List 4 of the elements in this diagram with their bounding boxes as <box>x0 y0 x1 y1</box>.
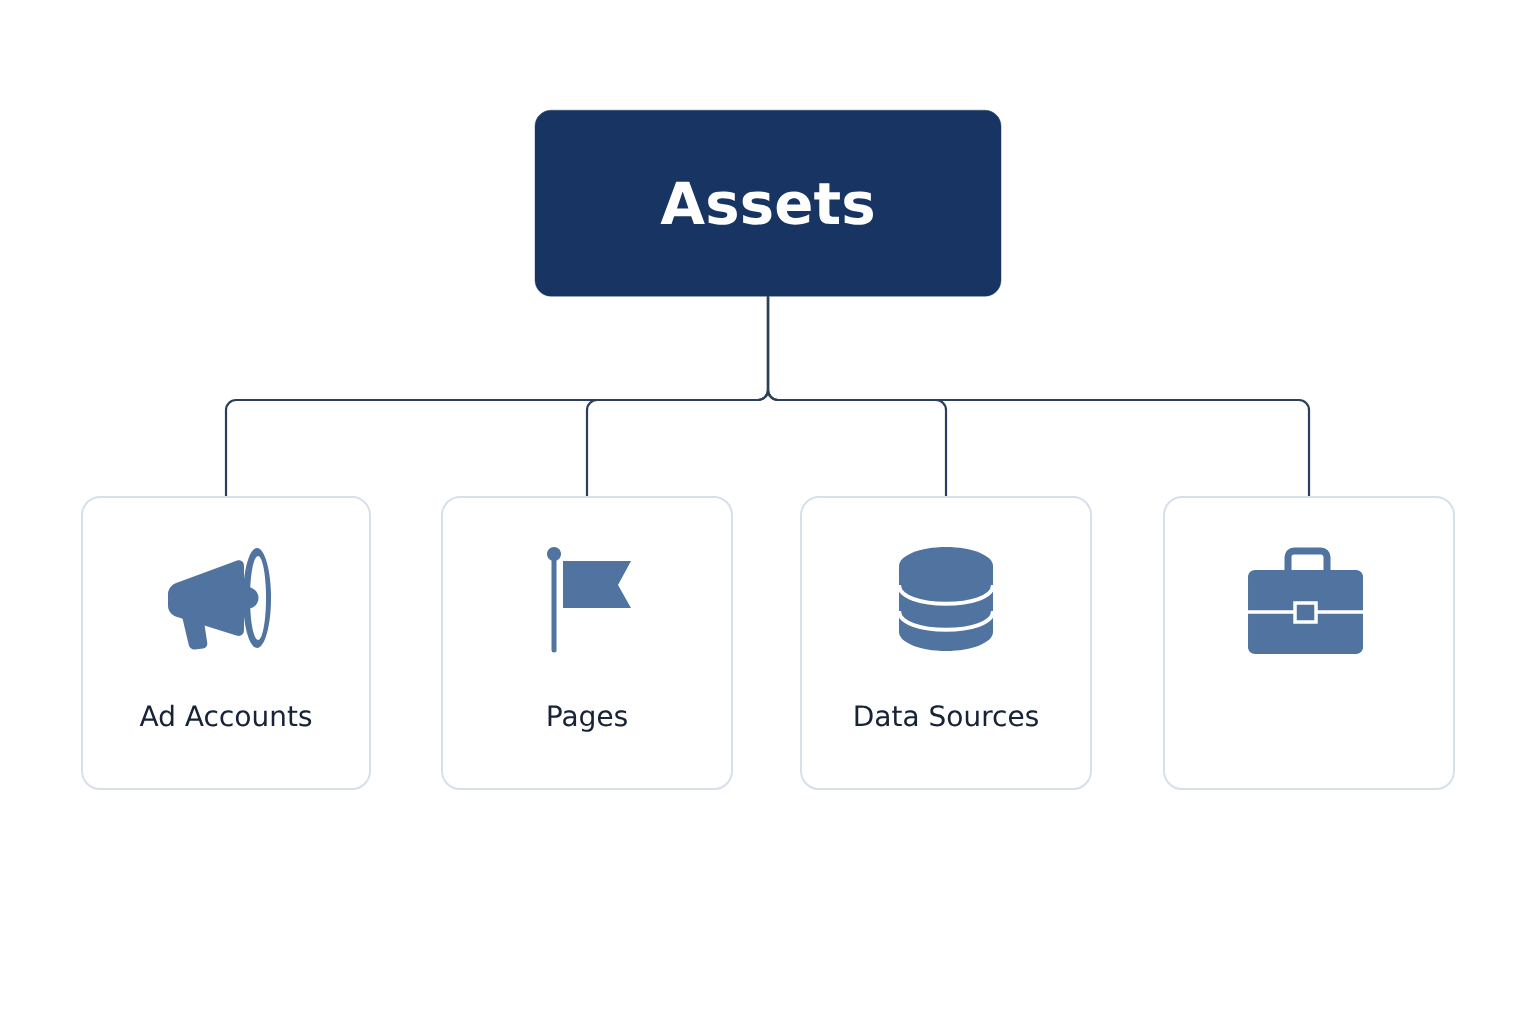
connector-line <box>766 296 1311 496</box>
asset-card: Pages <box>441 496 733 790</box>
title-box: Assets <box>534 110 1002 297</box>
asset-card: Ad Accounts <box>81 496 371 790</box>
